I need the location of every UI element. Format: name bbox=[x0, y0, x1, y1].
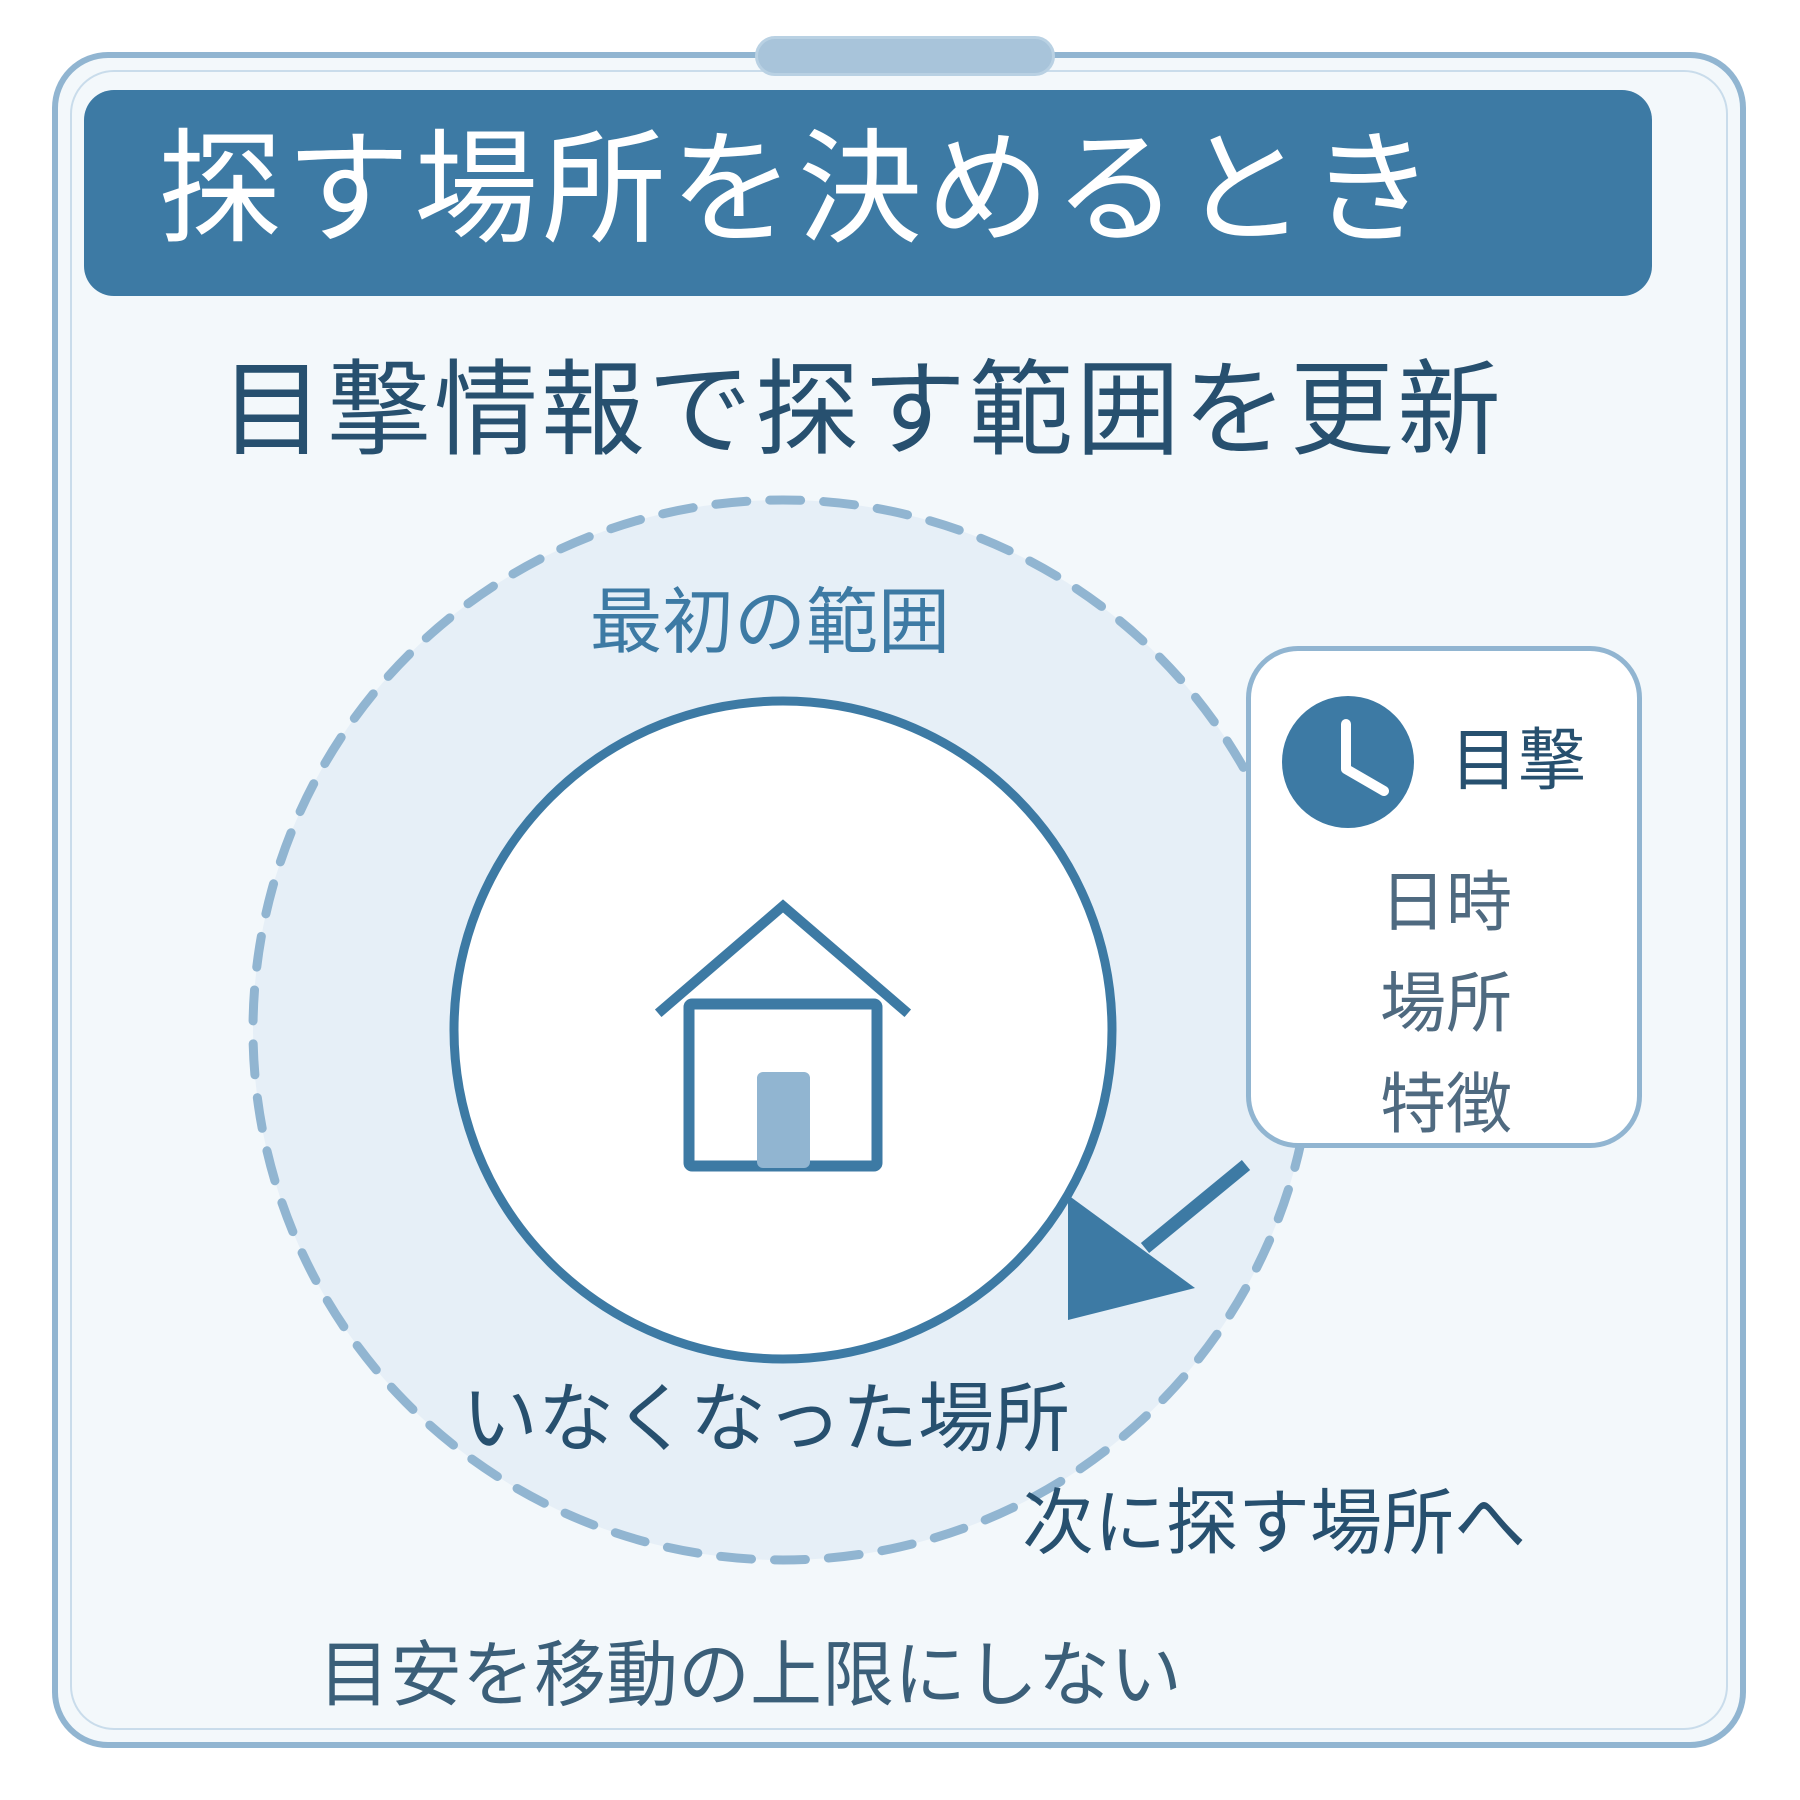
page-title: 探す場所を決めるとき bbox=[158, 118, 1439, 262]
sighting-item-features: 特徴 bbox=[1380, 1066, 1512, 1143]
arrow-shaft bbox=[1140, 1159, 1251, 1254]
house-roof bbox=[654, 899, 912, 1018]
missing-place-label: いなくなった場所 bbox=[462, 1374, 1070, 1463]
sighting-item-place: 場所 bbox=[1380, 965, 1512, 1042]
header-bar: 探す場所を決めるとき bbox=[84, 90, 1652, 296]
next-search-place-label: 次に探す場所へ bbox=[1022, 1481, 1527, 1565]
house-door bbox=[757, 1072, 810, 1168]
arrow-head bbox=[1068, 1195, 1195, 1320]
sighting-title: 目撃 bbox=[1450, 722, 1587, 801]
footer-note: 目安を移動の上限にしない bbox=[318, 1633, 1183, 1717]
arrow-icon bbox=[1068, 1159, 1251, 1320]
house-icon bbox=[654, 899, 912, 1172]
card-clip-tab bbox=[755, 36, 1055, 76]
sighting-item-datetime: 日時 bbox=[1380, 864, 1512, 941]
initial-range-label: 最初の範囲 bbox=[590, 580, 951, 664]
page-subtitle: 目撃情報で探す範囲を更新 bbox=[220, 349, 1505, 471]
clock-icon bbox=[1282, 696, 1414, 828]
